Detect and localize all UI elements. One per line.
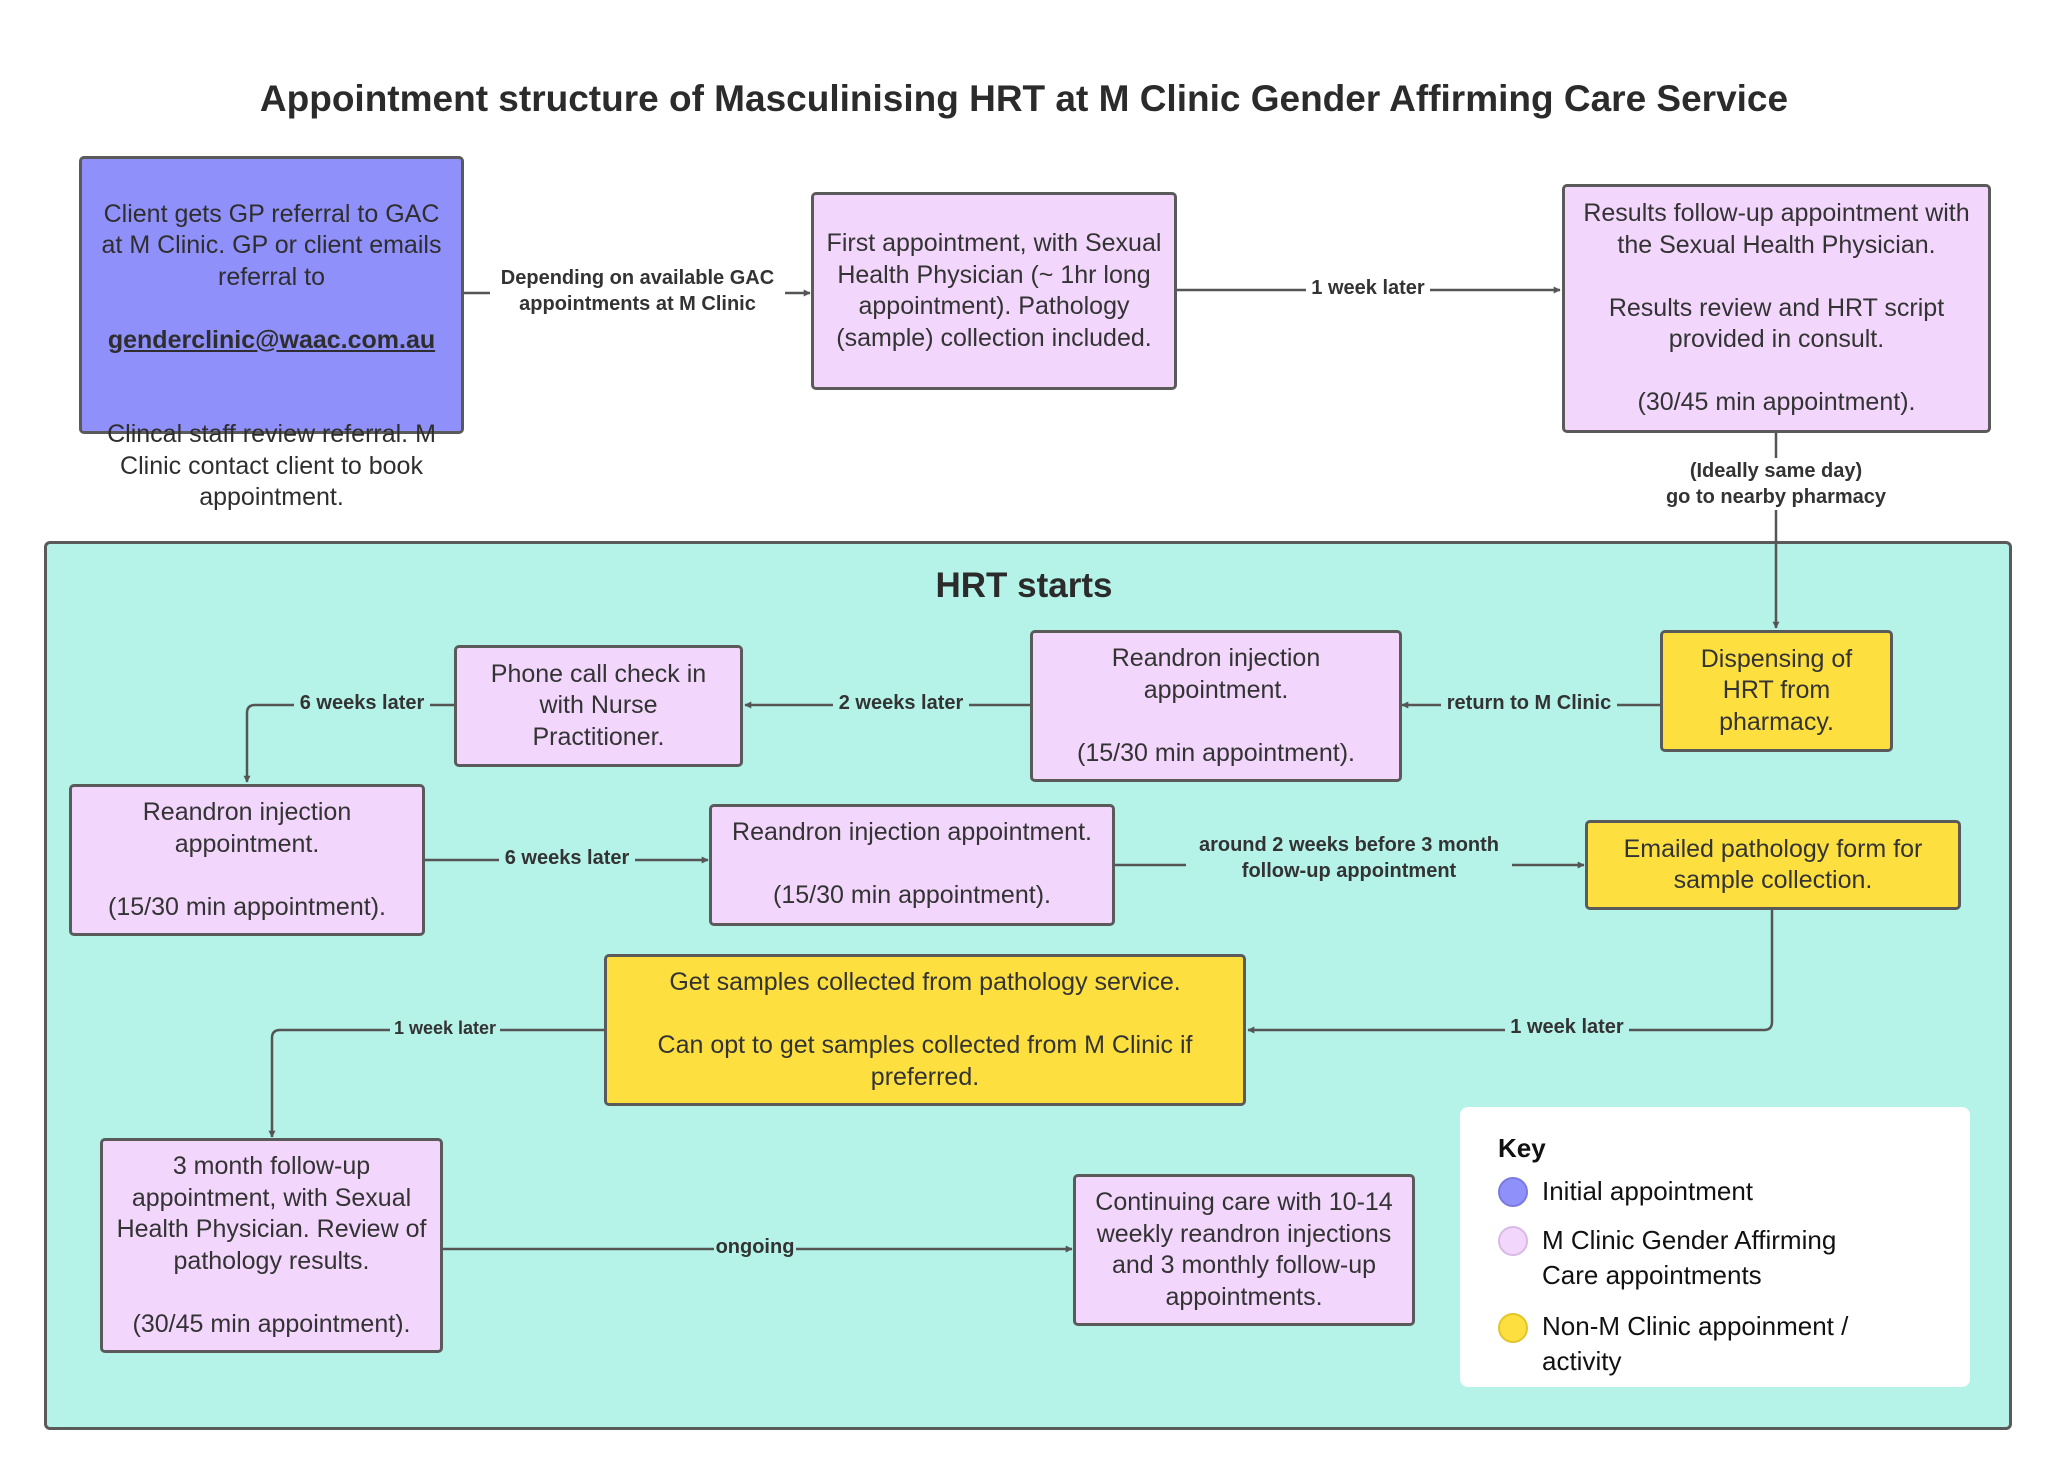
diagram-title: Appointment structure of Masculinising H… (259, 78, 1789, 119)
label-reandron1-phone: 2 weeks later (833, 690, 969, 716)
edge-phone-reandron2 (243, 703, 454, 783)
edge-samples-threemonth (268, 1028, 604, 1138)
node-dispensing-pharmacy: Dispensing of HRT from pharmacy. (1660, 630, 1893, 752)
referral-email-link[interactable]: genderclinic@waac.com.au (107, 325, 436, 354)
label-referral-first: Depending on available GAC appointments … (490, 265, 785, 317)
label-samples-threemonth: 1 week later (390, 1015, 500, 1041)
legend-swatch-nonmclinic (1498, 1313, 1528, 1343)
node-emailed-pathology: Emailed pathology form for sample collec… (1585, 820, 1961, 910)
label-threemonth-continuing: ongoing (714, 1234, 796, 1260)
node-reandron-injection-2: Reandron injection appointment. (15/30 m… (69, 784, 425, 936)
legend-title: Key (1498, 1133, 1546, 1163)
legend (1460, 1107, 1970, 1387)
label-reandron2-reandron3: 6 weeks later (499, 845, 635, 871)
legend-swatch-mclinic (1498, 1226, 1528, 1256)
legend-label-nonmclinic: Non-M Clinic appoinment / activity (1542, 1311, 1849, 1376)
legend-label-initial: Initial appointment (1542, 1176, 1754, 1206)
node-results-followup: Results follow-up appointment with the S… (1562, 184, 1991, 433)
edge-emailed-samples (1247, 909, 1774, 1034)
label-dispensing-reandron1: return to M Clinic (1441, 690, 1617, 716)
legend-label-mclinic: M Clinic Gender Affirming Care appointme… (1542, 1225, 1837, 1290)
node-first-appointment: First appointment, with Sexual Health Ph… (811, 192, 1177, 390)
label-emailed-samples: 1 week later (1505, 1014, 1629, 1040)
node-three-month-followup: 3 month follow-up appointment, with Sexu… (100, 1138, 443, 1353)
node-reandron-injection-1: Reandron injection appointment. (15/30 m… (1030, 630, 1402, 782)
legend-swatch-initial (1498, 1177, 1528, 1207)
label-reandron3-emailed: around 2 weeks before 3 month follow-up … (1186, 832, 1512, 884)
label-phone-reandron2: 6 weeks later (294, 690, 430, 716)
node-continuing-care: Continuing care with 10-14 weekly reandr… (1073, 1174, 1415, 1326)
node-phone-call-check: Phone call check in with Nurse Practitio… (454, 645, 743, 767)
referral-text-2: Clincal staff review referral. M Clinic … (107, 420, 436, 511)
node-samples-collected: Get samples collected from pathology ser… (604, 954, 1246, 1106)
node-gp-referral: Client gets GP referral to GAC at M Clin… (79, 156, 464, 511)
node-reandron-injection-3: Reandron injection appointment. (15/30 m… (709, 804, 1115, 926)
label-results-dispensing: (Ideally same day) go to nearby pharmacy (1651, 458, 1901, 510)
referral-text-1: Client gets GP referral to GAC at M Clin… (101, 199, 442, 291)
hrt-starts-title: HRT starts (935, 566, 1113, 605)
label-first-results: 1 week later (1306, 275, 1430, 301)
